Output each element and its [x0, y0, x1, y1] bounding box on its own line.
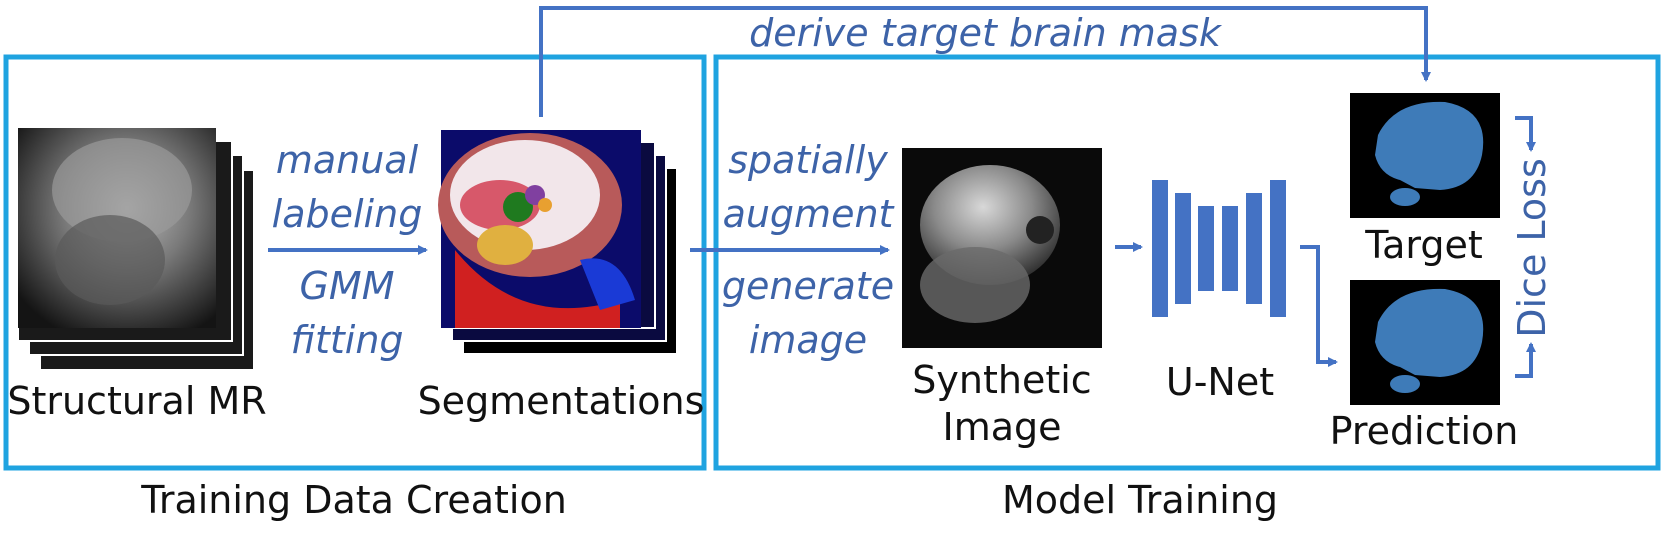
synthetic-label-line2: Image [942, 405, 1061, 449]
unet-architecture [1152, 180, 1286, 317]
derive-mask-arrow [539, 6, 1431, 117]
generate-image-line2: image [749, 318, 867, 362]
dice-loss-label: Dice Loss [1510, 158, 1554, 338]
model-training-frame [713, 54, 1661, 471]
synthetic-image [902, 148, 1102, 348]
dice-loss-bracket-top [1515, 116, 1536, 152]
segmentations-label: Segmentations [418, 379, 705, 423]
gmm-fitting-line1: GMM [299, 264, 394, 308]
target-label: Target [1364, 223, 1483, 267]
synthetic-label-line1: Synthetic [912, 358, 1091, 402]
dice-loss-bracket-bottom [1515, 342, 1536, 378]
structural-mr-stack [17, 128, 255, 371]
prediction-label: Prediction [1330, 409, 1519, 453]
segmentations-stack [438, 130, 678, 355]
unet-layer [1198, 206, 1214, 291]
unet-layer [1152, 180, 1168, 317]
derive-mask-label: derive target brain mask [749, 11, 1223, 55]
prediction-mask [1350, 280, 1500, 405]
generate-image-line1: generate [722, 264, 894, 308]
unet-layer [1222, 206, 1238, 291]
manual-labeling-line2: labeling [272, 192, 423, 236]
model-training-title: Model Training [1002, 478, 1278, 522]
unet-to-prediction-arrow [1300, 245, 1338, 367]
gmm-fitting-line2: fitting [290, 318, 403, 362]
spatially-augment-line1: spatially [728, 138, 888, 182]
training-data-creation-title: Training Data Creation [140, 478, 567, 522]
unet-layer [1246, 193, 1262, 304]
structural-mr-label: Structural MR [7, 379, 266, 423]
unet-layer [1270, 180, 1286, 317]
manual-labeling-line1: manual [276, 138, 419, 182]
unet-label: U-Net [1166, 360, 1274, 404]
unet-layer [1175, 193, 1191, 304]
target-mask [1350, 93, 1500, 218]
spatially-augment-line2: augment [723, 192, 896, 236]
training-data-creation-frame [3, 54, 707, 471]
